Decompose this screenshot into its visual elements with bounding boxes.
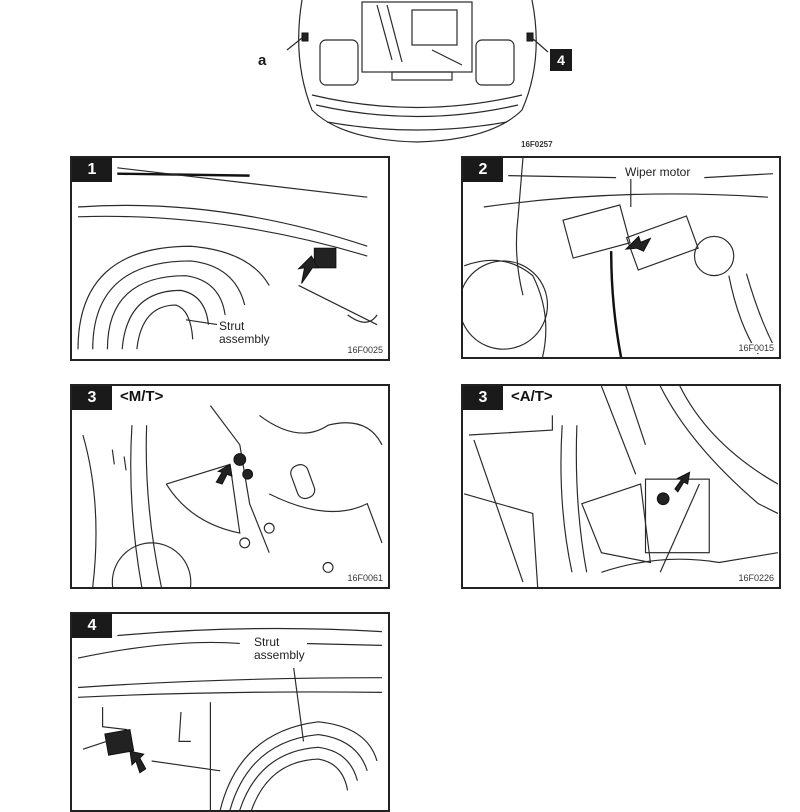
callout-line-2: assembly: [219, 332, 270, 346]
transmission-variant-label: <A/T>: [509, 388, 555, 405]
strut-left-drawing: [77, 627, 382, 810]
figure-3-at: 3 <A/T> 16F0226: [461, 384, 781, 589]
vehicle-front-overview: [282, 0, 552, 150]
figure-number: 1: [72, 158, 112, 182]
overview-label-a: a: [258, 52, 267, 69]
figure-number: 3: [463, 386, 503, 410]
figure-code: 16F0025: [346, 345, 384, 355]
callout-line-1: Strut: [254, 635, 280, 649]
figure-1: 1 Strut assembly 16F0025: [70, 156, 390, 361]
callout-line-1: Strut: [219, 319, 245, 333]
figure-3-mt: 3 <M/T> 16F0061: [70, 384, 390, 589]
overview-badge-4: 4: [550, 49, 572, 71]
figure-number: 3: [72, 386, 112, 410]
figure-number: 2: [463, 158, 503, 182]
strut-area-drawing: [77, 167, 378, 350]
wiper-motor-drawing: [463, 158, 774, 357]
callout-line-2: assembly: [254, 648, 305, 662]
figure-2: 2 Wiper motor 16F0015: [461, 156, 781, 359]
overview-figure-code: 16F0257: [521, 140, 553, 149]
figure-code: 16F0226: [737, 573, 775, 583]
figure-code: 16F0015: [737, 343, 775, 353]
figure-number: 4: [72, 614, 112, 638]
mt-ground-drawing: [82, 405, 383, 587]
callout-strut-assembly: Strut assembly: [217, 320, 272, 346]
transmission-variant-label: <M/T>: [118, 388, 166, 405]
at-ground-drawing: [463, 386, 779, 587]
callout-wiper-motor: Wiper motor: [623, 165, 693, 179]
figure-4: 4 Strut assembly: [70, 612, 390, 812]
figure-code: 16F0061: [346, 573, 384, 583]
car-front-drawing: [286, 0, 549, 143]
callout-strut-assembly: Strut assembly: [252, 636, 307, 662]
